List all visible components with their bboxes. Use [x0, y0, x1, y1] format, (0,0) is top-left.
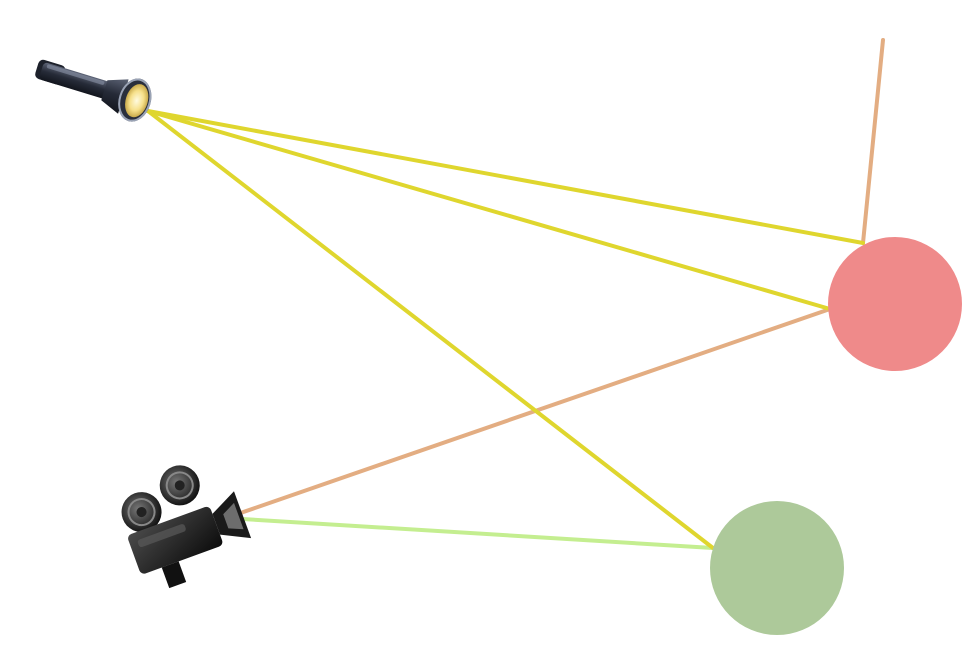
reflected-ray-up: [861, 38, 885, 245]
movie-camera-icon: [121, 465, 252, 589]
green-sphere: [710, 501, 844, 635]
light-ray-to-red-sphere-left: [146, 109, 832, 311]
red-sphere: [828, 237, 962, 371]
flashlight-icon: [35, 59, 152, 122]
camera-ray-to-green-sphere: [224, 516, 715, 550]
light-ray-to-green-sphere: [146, 109, 715, 550]
light-ray-to-red-sphere-top: [146, 109, 865, 245]
reflected-ray-to-camera: [224, 307, 832, 520]
